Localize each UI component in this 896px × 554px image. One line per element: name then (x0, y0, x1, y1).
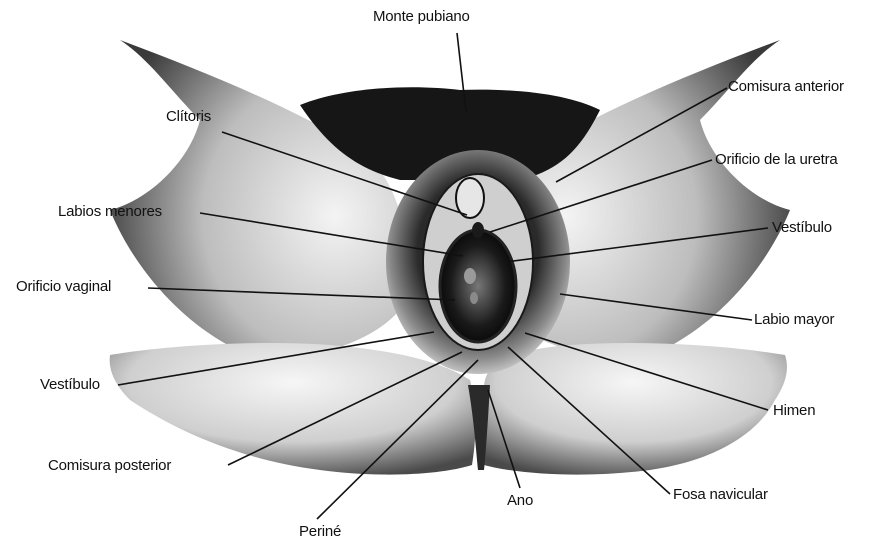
label-perine: Periné (299, 523, 341, 541)
vaginal-opening-shape (440, 230, 516, 342)
inner-highlight-shape (470, 292, 478, 304)
left-buttock-shape (110, 343, 476, 475)
label-clitoris: Clítoris (166, 108, 211, 126)
hymen-highlight-shape (464, 268, 476, 284)
label-orificio-vaginal: Orificio vaginal (16, 278, 111, 296)
label-himen: Himen (773, 402, 815, 420)
label-comisura-posterior: Comisura posterior (48, 457, 171, 475)
label-vestibulo-left: Vestíbulo (40, 376, 100, 394)
label-ano: Ano (507, 492, 533, 510)
urethra-shape (472, 222, 484, 238)
label-orificio-uretra: Orificio de la uretra (715, 151, 838, 169)
left-thigh-shape (110, 40, 410, 360)
label-fosa-navicular: Fosa navicular (673, 486, 768, 504)
label-monte-pubiano: Monte pubiano (373, 8, 470, 26)
label-labios-menores: Labios menores (58, 203, 162, 221)
label-comisura-anterior: Comisura anterior (728, 78, 844, 96)
label-vestibulo-right: Vestíbulo (772, 219, 832, 237)
label-labio-mayor: Labio mayor (754, 311, 834, 329)
